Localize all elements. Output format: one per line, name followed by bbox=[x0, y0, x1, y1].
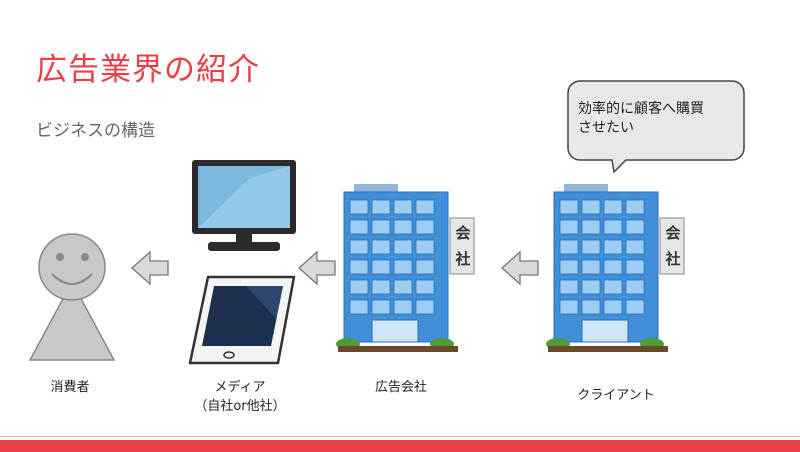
caption-media: メディア （自社or他社） bbox=[180, 378, 300, 416]
person-icon bbox=[28, 233, 116, 361]
speech-bubble-icon bbox=[567, 80, 745, 174]
caption-media-line-2: （自社or他社） bbox=[194, 399, 286, 414]
caption-client: クライアント bbox=[577, 388, 655, 403]
bubble-line-1: 効率的に顧客へ購買 bbox=[578, 101, 704, 117]
building-sign-char-2: 社 bbox=[665, 250, 681, 268]
monitor-icon bbox=[192, 160, 296, 251]
caption-ad-agency: 広告会社 bbox=[374, 380, 427, 395]
caption-consumer: 消費者 bbox=[50, 380, 90, 395]
building-sign-char-1: 会 bbox=[665, 224, 681, 242]
slide-title: 広告業界の紹介 bbox=[36, 52, 260, 88]
left-arrow-icon bbox=[298, 250, 336, 286]
bottom-divider bbox=[0, 436, 800, 437]
building-sign-char-1: 会 bbox=[455, 224, 471, 242]
tablet-icon bbox=[188, 275, 296, 365]
building-sign-char-2: 社 bbox=[455, 250, 471, 268]
building-sign: 会 社 bbox=[451, 220, 475, 272]
office-building-icon bbox=[336, 184, 475, 352]
office-building-icon bbox=[546, 184, 685, 352]
bottom-accent-bar bbox=[0, 440, 800, 452]
speech-bubble-text: 効率的に顧客へ購買 させたい bbox=[578, 100, 704, 138]
slide-subtitle: ビジネスの構造 bbox=[36, 121, 155, 141]
building-sign: 会 社 bbox=[661, 220, 685, 272]
bubble-line-2: させたい bbox=[578, 120, 634, 136]
caption-media-line-1: メディア bbox=[214, 380, 266, 395]
left-arrow-icon bbox=[131, 250, 169, 286]
left-arrow-icon bbox=[501, 250, 539, 286]
